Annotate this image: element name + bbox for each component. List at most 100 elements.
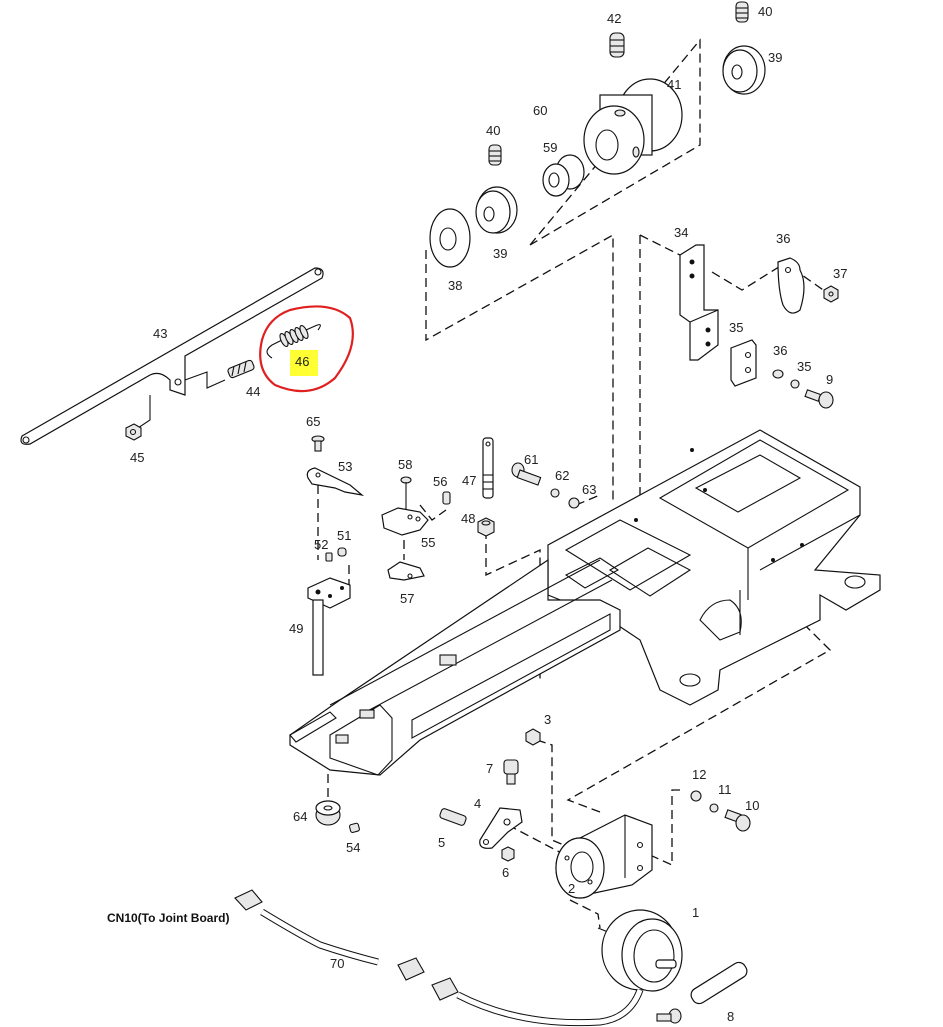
part-39-collar-top	[722, 45, 766, 95]
label-10: 10	[745, 798, 759, 813]
label-51: 51	[337, 528, 351, 543]
part-56-setscrew	[442, 491, 451, 505]
motor-screw	[656, 1008, 682, 1024]
part-6-nut	[501, 846, 515, 862]
label-12: 12	[692, 767, 706, 782]
label-57: 57	[400, 591, 414, 606]
label-53: 53	[338, 459, 352, 474]
part-42-setscrew	[609, 32, 625, 58]
label-36a: 36	[776, 231, 790, 246]
part-54-setscrew	[349, 822, 360, 833]
part-46-highlight	[290, 350, 318, 376]
part-52-screw	[325, 552, 333, 562]
part-36-clamp	[777, 257, 805, 314]
label-48: 48	[461, 511, 475, 526]
label-5: 5	[438, 835, 445, 850]
part-labels: 1 2 3 4 5 6 7 8 9 10 11 12 34 35 35 36 3…	[107, 4, 847, 1024]
label-59: 59	[543, 140, 557, 155]
label-39a: 39	[768, 50, 782, 65]
label-40b: 40	[486, 123, 500, 138]
label-65: 65	[306, 414, 320, 429]
part-5-pin	[439, 808, 467, 826]
part-70-cable	[234, 889, 644, 1027]
label-3: 3	[544, 712, 551, 727]
part-62-washer	[550, 488, 560, 498]
label-35a: 35	[729, 320, 743, 335]
label-38: 38	[448, 278, 462, 293]
label-55: 55	[421, 535, 435, 550]
label-64: 64	[293, 809, 307, 824]
label-4: 4	[474, 796, 481, 811]
part-64-collar	[315, 800, 341, 826]
part-35-plate	[730, 339, 757, 387]
label-42: 42	[607, 11, 621, 26]
part-43-lever	[20, 267, 324, 445]
part-40-setscrew-mid	[488, 144, 502, 166]
part-58-screw	[400, 476, 412, 510]
label-54: 54	[346, 840, 360, 855]
part-65-screw	[311, 435, 325, 452]
main-frame	[289, 429, 881, 776]
part-37-nut	[823, 285, 839, 303]
part-7-screw	[503, 759, 519, 785]
part-35-washer	[790, 379, 800, 389]
label-70: 70	[330, 956, 344, 971]
part-3-nut	[525, 728, 541, 746]
part-2-motor-bracket	[555, 814, 653, 899]
label-61: 61	[524, 452, 538, 467]
label-37: 37	[833, 266, 847, 281]
part-11-washer	[709, 803, 719, 813]
label-46: 46	[295, 354, 309, 369]
part-44-screw	[227, 359, 255, 379]
part-48-nut	[477, 517, 495, 537]
label-47: 47	[462, 473, 476, 488]
label-11: 11	[718, 782, 732, 797]
label-6: 6	[502, 865, 509, 880]
part-4-arm	[479, 807, 523, 849]
part-51-screw	[337, 547, 347, 557]
part-34-bracket	[679, 244, 719, 361]
label-43: 43	[153, 326, 167, 341]
connector-caption: CN10(To Joint Board)	[107, 911, 229, 925]
label-34: 34	[674, 225, 688, 240]
label-45: 45	[130, 450, 144, 465]
part-61-bolt	[511, 462, 542, 486]
label-44: 44	[246, 384, 260, 399]
label-36b: 36	[773, 343, 787, 358]
part-53-plate	[306, 467, 365, 496]
part-10-screw	[724, 809, 751, 832]
part-46-spring	[266, 324, 321, 359]
part-59-sleeve	[542, 154, 585, 197]
label-58: 58	[398, 457, 412, 472]
label-52: 52	[314, 537, 328, 552]
label-56: 56	[433, 474, 447, 489]
label-63: 63	[582, 482, 596, 497]
label-49: 49	[289, 621, 303, 636]
label-60: 60	[533, 103, 547, 118]
part-41-coupling	[583, 78, 683, 175]
part-57-plate	[387, 561, 425, 581]
part-47-rod	[482, 437, 494, 499]
part-49-shaft	[307, 577, 351, 676]
part-45-nut	[125, 423, 142, 441]
part-1-motor	[597, 909, 683, 992]
label-62: 62	[555, 468, 569, 483]
label-2: 2	[568, 881, 575, 896]
label-40a: 40	[758, 4, 772, 19]
label-8: 8	[727, 1009, 734, 1024]
label-7: 7	[486, 761, 493, 776]
part-36-washer	[772, 369, 784, 379]
label-9: 9	[826, 372, 833, 387]
label-1: 1	[692, 905, 699, 920]
part-40-setscrew-top	[735, 1, 749, 23]
part-46-circle-annotation	[259, 305, 354, 393]
part-38-washer	[429, 208, 471, 268]
part-63-washer	[568, 497, 580, 509]
part-39-collar-mid	[475, 186, 518, 234]
label-35b: 35	[797, 359, 811, 374]
part-9-screw	[804, 389, 834, 409]
label-39b: 39	[493, 246, 507, 261]
part-55-block	[381, 507, 429, 536]
